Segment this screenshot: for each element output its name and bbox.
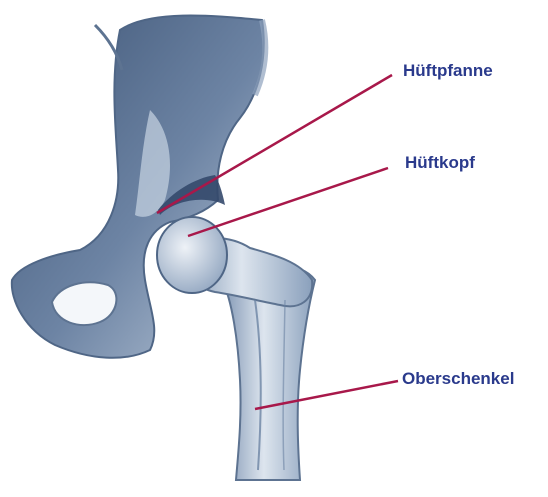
label-femur: Oberschenkel: [402, 369, 514, 389]
label-femoral-head: Hüftkopf: [405, 153, 475, 173]
pelvis-drawing: [12, 16, 266, 358]
femoral-head: [157, 217, 227, 293]
label-acetabulum: Hüftpfanne: [403, 61, 493, 81]
pelvis-outline: [12, 16, 264, 358]
femur-drawing: [157, 217, 315, 480]
